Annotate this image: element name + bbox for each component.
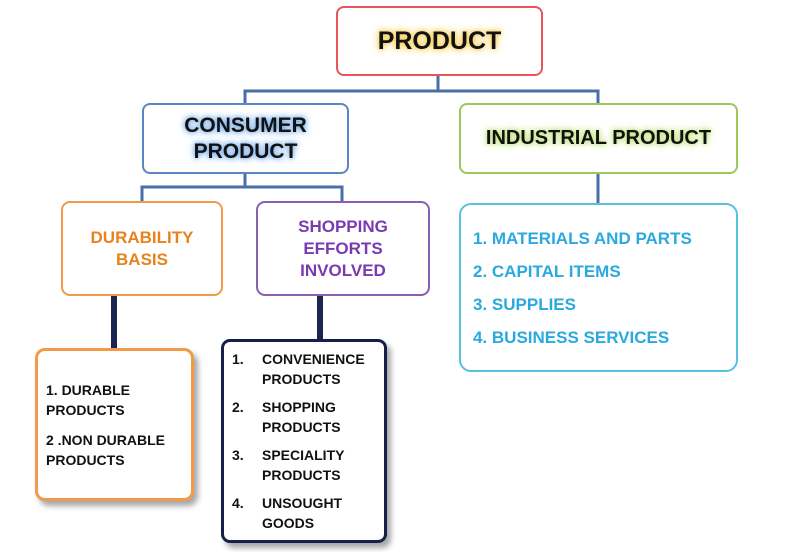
list-item-line: CONVENIENCE: [262, 351, 365, 367]
list-item: 3. SUPPLIES: [473, 294, 576, 314]
list-item: 1. CONVENIENCE PRODUCTS: [232, 349, 365, 389]
list-item-line: PRODUCTS: [262, 419, 341, 435]
shopping-list-node: 1. CONVENIENCE PRODUCTS 2. SHOPPING PRODUC…: [221, 339, 387, 543]
durability-label-line2: BASIS: [116, 249, 168, 269]
shopping-label-line3: INVOLVED: [300, 260, 386, 280]
shopping-efforts-node: SHOPPING EFFORTS INVOLVED: [256, 201, 430, 296]
list-item-line: PRODUCTS: [46, 401, 125, 418]
consumer-product-node: CONSUMER PRODUCT: [142, 103, 349, 174]
connector-consumer-children: [140, 174, 344, 201]
list-item: 4. BUSINESS SERVICES: [473, 327, 670, 347]
list-item: 1. MATERIALS AND PARTS: [473, 228, 692, 248]
durability-list-node: 1. DURABLE PRODUCTS 2 .NON DURABLE PRODU…: [35, 348, 194, 501]
shopping-label-line2: EFFORTS: [303, 238, 383, 258]
list-item: 2. SHOPPING PRODUCTS: [232, 397, 341, 437]
list-item-line: PRODUCTS: [262, 467, 341, 483]
industrial-label: INDUSTRIAL PRODUCT: [485, 127, 712, 149]
product-root-node: PRODUCT: [336, 6, 543, 76]
durability-basis-node: DURABILITY BASIS: [61, 201, 223, 296]
list-item-line: PRODUCTS: [262, 371, 341, 387]
list-item-line: SPECIALITY: [262, 447, 345, 463]
list-item-line: 2 .NON DURABLE: [46, 431, 166, 448]
list-item-number: 4.: [232, 495, 244, 511]
connector-root-children: [243, 76, 600, 103]
list-item-number: 2.: [232, 399, 244, 415]
list-item-number: 3.: [232, 447, 244, 463]
list-item-line: GOODS: [262, 515, 315, 531]
list-item-number: 1.: [232, 351, 244, 367]
industrial-product-node: INDUSTRIAL PRODUCT: [459, 103, 738, 174]
product-label: PRODUCT: [377, 26, 502, 55]
consumer-label-line1: CONSUMER: [184, 113, 307, 137]
list-item-line: SHOPPING: [262, 399, 336, 415]
list-item: 3. SPECIALITY PRODUCTS: [232, 445, 344, 485]
list-item: 2. CAPITAL ITEMS: [473, 261, 621, 281]
list-item-line: 1. DURABLE: [46, 381, 131, 398]
durability-label-line1: DURABILITY: [90, 227, 194, 247]
shopping-label-line1: SHOPPING: [298, 216, 388, 236]
industrial-list-node: 1. MATERIALS AND PARTS 2. CAPITAL ITEMS …: [459, 203, 738, 372]
consumer-label-line2: PRODUCT: [193, 139, 298, 163]
list-item: 4. UNSOUGHT GOODS: [232, 493, 342, 533]
list-item-line: UNSOUGHT: [262, 495, 343, 511]
list-item-line: PRODUCTS: [46, 451, 125, 468]
